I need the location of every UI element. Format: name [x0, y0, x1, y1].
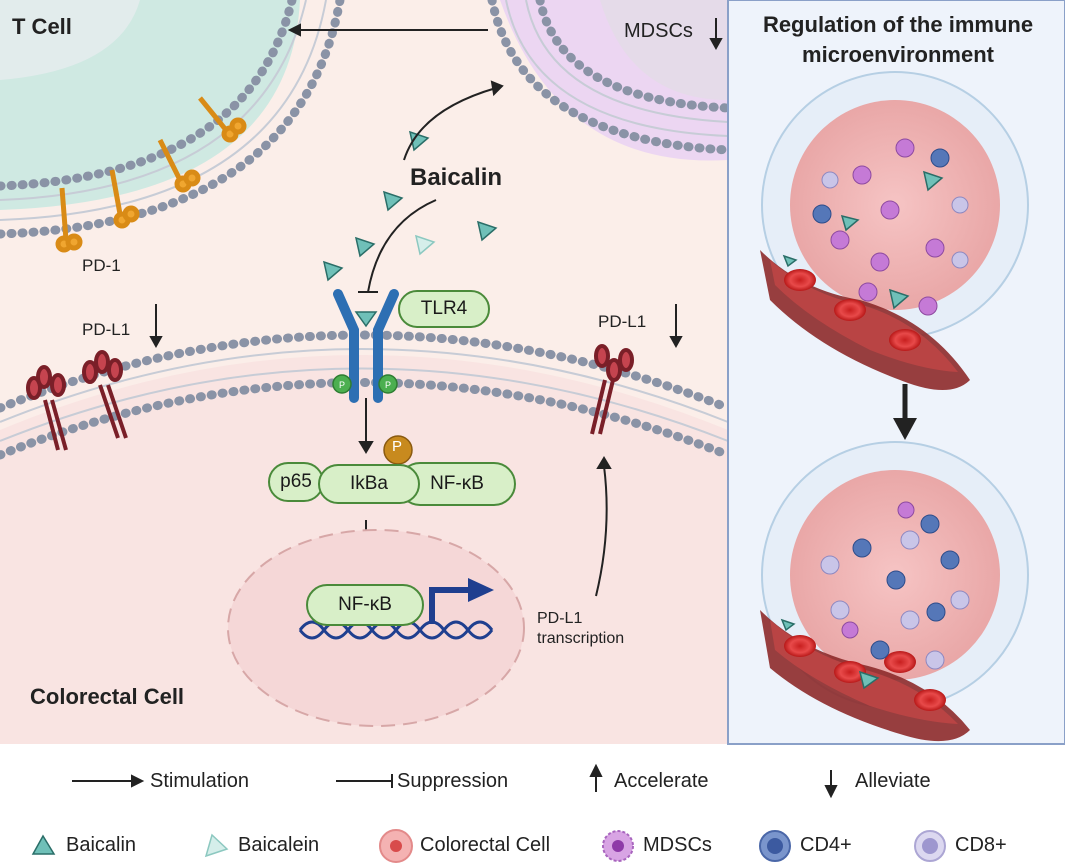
- tlr4-receptor: P P: [332, 289, 399, 403]
- svg-text:P: P: [385, 380, 391, 390]
- tlr4-box: TLR4: [398, 290, 490, 328]
- colorectal-cell-icon-nucleus: [390, 840, 402, 852]
- legend-accelerate-label: Accelerate: [614, 770, 709, 792]
- legend-mdscs-label: MDSCs: [643, 834, 712, 856]
- cd8-icon-nucleus: [922, 838, 938, 854]
- t-cell-membrane: [0, 0, 345, 239]
- legend-row2-icons: [31, 829, 946, 863]
- mdsc-nucleus: [600, 0, 728, 100]
- nfkb-nucleus-box: NF-κB: [306, 584, 424, 626]
- transcription-start-arrow: [429, 587, 470, 624]
- p65-box: p65: [268, 462, 324, 502]
- nucleus: [227, 529, 525, 727]
- regulation-title-line1: Regulation of the immune: [762, 12, 1034, 37]
- svg-text:P: P: [339, 380, 345, 390]
- regulation-title-line2: microenvironment: [802, 42, 994, 67]
- pdl1-right-label: PD-L1: [598, 312, 647, 331]
- baicalein-triangle-icon: [204, 833, 229, 858]
- baicalein-molecules: [414, 234, 436, 256]
- pdl1-ligands: [26, 344, 634, 451]
- tumor-microenvironment-after: [760, 441, 1029, 742]
- mdsc-membrane: [487, 0, 733, 155]
- baicalin-molecules: [322, 130, 498, 282]
- legend-row1-icons: [72, 763, 838, 799]
- t-cell-nucleus: [0, 0, 140, 80]
- p-badge-label: P: [392, 438, 403, 455]
- transition-arrow-head: [893, 418, 917, 440]
- colorectal-cell-label: Colorectal Cell: [30, 684, 185, 709]
- legend-cd4-label: CD4+: [800, 834, 852, 856]
- legend-stimulation-label: Stimulation: [150, 770, 249, 792]
- pdl1-transcription-line1: PD-L1: [537, 610, 583, 627]
- baicalin-triangle-icon: [31, 834, 56, 855]
- pdl1-transcription-line2: transcription: [537, 630, 625, 647]
- transcription-arrow-head: [468, 578, 494, 602]
- legend-suppression-label: Suppression: [397, 770, 509, 792]
- baicalin-main-label: Baicalin: [410, 164, 503, 191]
- t-cell-label: T Cell: [12, 14, 72, 39]
- ikba-box: IkBa: [318, 464, 420, 504]
- legend-cd8-label: CD8+: [955, 834, 1007, 856]
- legend-alleviate-label: Alleviate: [855, 770, 931, 792]
- legend-baicalein-label: Baicalein: [238, 834, 320, 856]
- legend-colorectal-label: Colorectal Cell: [420, 834, 551, 856]
- cd4-icon-nucleus: [767, 838, 783, 854]
- pdl1-left-label: PD-L1: [82, 320, 131, 339]
- mdsc-icon-nucleus: [612, 840, 624, 852]
- pd1-receptors: [55, 96, 247, 253]
- mdscs-label: MDSCs: [624, 20, 693, 42]
- pd1-label: PD-1: [82, 256, 121, 275]
- legend-baicalin-label: Baicalin: [66, 834, 137, 856]
- tumor-microenvironment-before: [760, 71, 1029, 390]
